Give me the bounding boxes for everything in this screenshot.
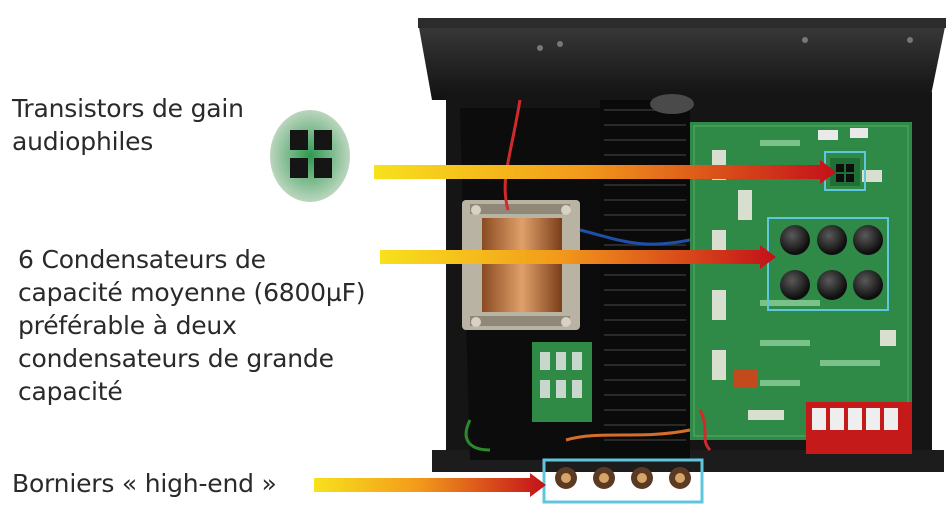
heatsink [600,94,694,460]
label-capacitors-line1: 6 Condensateurs de [18,245,266,274]
arrows [314,160,836,497]
label-capacitors-line4: condensateurs de grande [18,344,334,373]
highlight-capacitors [767,217,889,311]
transistor-area [830,158,860,186]
transformer [462,200,580,330]
capacitor-bank [780,225,883,300]
label-transistors-line1: Transistors de gain [12,94,244,123]
label-transistors: Transistors de gain audiophiles [12,92,244,158]
arrow-terminals [314,473,546,497]
label-capacitors-line3: préférable à deux [18,311,237,340]
label-terminals-line1: Borniers « high-end » [12,469,277,498]
label-capacitors: 6 Condensateurs de capacité moyenne (680… [18,243,366,408]
label-terminals: Borniers « high-end » [12,467,277,500]
label-transistors-line2: audiophiles [12,127,154,156]
label-capacitors-line5: capacité [18,377,123,406]
transistor-inset [270,110,350,202]
speaker-terminal-block [806,402,912,454]
arrow-capacitors [380,245,776,269]
rca-terminals [555,467,691,489]
psu-board [532,342,592,422]
arrow-transistors [374,160,836,184]
label-capacitors-line2: capacité moyenne (6800µF) [18,278,366,307]
highlight-terminals [542,458,704,504]
